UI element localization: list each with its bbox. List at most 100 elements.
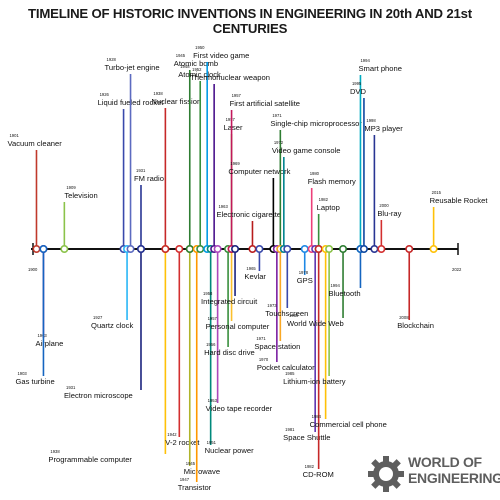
event-label-dvd: DVD [350, 87, 367, 96]
event-node-turbo-jet-engine [126, 245, 135, 254]
event-node-kevlar [255, 245, 264, 254]
event-year-airplane: 1903 [37, 333, 47, 338]
event-year-liquid-fueled-rocket: 1926 [100, 92, 110, 97]
event-year-reusable-rocket: 2015 [432, 190, 442, 195]
event-year-turbo-jet-engine: 1928 [107, 57, 117, 62]
event-label-mp3-player: MP3 player [364, 124, 403, 133]
event-year-mp3-player: 1998 [366, 118, 376, 123]
event-node-fm-radio [136, 245, 145, 254]
event-node-v-2-rocket [175, 245, 184, 254]
brand-line-1: WORLD OF [408, 454, 482, 470]
event-year-fm-radio: 1931 [136, 168, 146, 173]
event-year-cd-rom: 1982 [305, 464, 315, 469]
event-year-lithium-ion-battery: 1985 [285, 371, 295, 376]
event-node-blockchain [405, 245, 414, 254]
event-label-lithium-ion-battery: Lithium-ion battery [283, 377, 346, 386]
event-label-world-wide-web: World Wide Web [287, 319, 344, 328]
event-label-atomic-bomb: Atomic bomb [174, 59, 218, 68]
event-label-flash-memory: Flash memory [308, 177, 356, 186]
event-year-vacuum-cleaner: 1901 [9, 133, 19, 138]
event-label-vacuum-cleaner: Vacuum cleaner [7, 139, 62, 148]
event-label-programmable-computer: Programmable computer [48, 455, 132, 464]
event-label-first-artificial-satellite: First artificial satellite [230, 99, 300, 108]
axis-start-year: 1900 [28, 267, 38, 272]
event-node-integrated-circuit [231, 245, 240, 254]
event-node-atomic-clock [196, 245, 205, 254]
page-title: TIMELINE OF HISTORIC INVENTIONS IN ENGIN… [28, 6, 472, 36]
event-year-atomic-clock: 1948 [180, 64, 190, 69]
event-node-blu-ray [377, 245, 386, 254]
event-label-video-tape-recorder: Video tape recorder [206, 404, 273, 413]
event-node-gas-turbine [39, 245, 48, 254]
event-year-electron-microscope: 1931 [66, 385, 76, 390]
event-node-lithium-ion-battery [325, 245, 334, 254]
event-year-touchscreen: 1973 [267, 303, 277, 308]
event-node-video-tape-recorder [213, 245, 222, 254]
event-year-integrated-circuit: 1958 [203, 291, 213, 296]
event-year-first-artificial-satellite: 1957 [232, 93, 242, 98]
event-year-programmable-computer: 1938 [50, 449, 60, 454]
event-label-computer-network: Computer network [228, 167, 290, 176]
event-year-transistor: 1947 [180, 477, 190, 482]
event-year-thermonuclear-weapon: 1952 [192, 67, 202, 72]
event-label-transistor: Transistor [178, 483, 212, 492]
brand-wordmark: WORLD OF ENGINEERING [408, 454, 500, 486]
event-label-airplane: Airplane [35, 339, 63, 348]
event-year-television: 1909 [66, 185, 76, 190]
event-year-microwave: 1945 [186, 461, 196, 466]
event-label-electronic-cigarette: Electronic cigarette [216, 210, 281, 219]
axis-end-year: 2022 [452, 267, 462, 272]
event-node-world-wide-web [339, 245, 348, 254]
event-year-video-game-console: 1972 [274, 140, 284, 145]
event-year-smart-phone: 1994 [360, 58, 370, 63]
event-year-blu-ray: 2000 [379, 203, 389, 208]
event-year-flash-memory: 1980 [310, 171, 320, 176]
event-label-video-game-console: Video game console [272, 146, 341, 155]
brand-logo: WORLD OF ENGINEERING [366, 450, 500, 494]
event-year-video-tape-recorder: 1953 [208, 398, 218, 403]
event-label-space-station: Space station [254, 342, 300, 351]
gear-logo-icon [368, 456, 404, 492]
event-year-world-wide-web: 1989 [289, 313, 299, 318]
event-label-atomic-clock: Atomic clock [178, 70, 221, 79]
event-label-gps: GPS [297, 276, 313, 285]
event-label-thermonuclear-weapon: Thermonuclear weapon [190, 73, 270, 82]
event-year-dvd: 1995 [352, 81, 362, 86]
event-label-smart-phone: Smart phone [358, 64, 401, 73]
event-label-electron-microscope: Electron microscope [64, 391, 133, 400]
event-node-touchscreen [283, 245, 292, 254]
event-year-computer-network: 1969 [230, 161, 240, 166]
event-year-bluetooth: 1994 [330, 283, 340, 288]
event-label-personal-computer: Personal computer [206, 322, 270, 331]
event-year-electronic-cigarette: 1963 [218, 204, 228, 209]
event-node-gps [300, 245, 309, 254]
event-label-gas-turbine: Gas turbine [15, 377, 54, 386]
event-year-gps: 1978 [299, 270, 309, 275]
event-year-v-2-rocket: 1942 [167, 432, 177, 437]
event-year-personal-computer: 1957 [208, 316, 218, 321]
event-year-atomic-bomb: 1945 [176, 53, 186, 58]
event-year-kevlar: 1965 [246, 266, 256, 271]
brand-line-2: ENGINEERING [408, 470, 500, 486]
event-label-blu-ray: Blu-ray [377, 209, 401, 218]
event-label-microwave: Microwave [184, 467, 220, 476]
event-label-first-video-game: First video game [193, 51, 249, 60]
event-label-single-chip-microprocessor: Single-chip microprocessor [270, 119, 362, 128]
event-year-laptop: 1982 [319, 197, 329, 202]
event-year-laser: 1957 [226, 117, 236, 122]
event-node-electronic-cigarette [248, 245, 257, 254]
event-year-quartz-clock: 1927 [93, 315, 103, 320]
event-node-mp3-player [370, 245, 379, 254]
event-label-nuclear-power: Nuclear power [205, 446, 254, 455]
event-label-pocket-calculator: Pocket calculator [257, 363, 315, 372]
event-node-vacuum-cleaner [32, 245, 41, 254]
event-node-dvd [359, 245, 368, 254]
event-year-blockchain: 2008 [399, 315, 409, 320]
event-label-reusable-rocket: Reusable Rocket [430, 196, 489, 205]
event-node-television [60, 245, 69, 254]
event-node-atomic-bomb [185, 245, 194, 254]
event-label-integrated-circuit: Integrated circuit [201, 297, 258, 306]
event-label-television: Television [64, 191, 97, 200]
event-label-fm-radio: FM radio [134, 174, 164, 183]
